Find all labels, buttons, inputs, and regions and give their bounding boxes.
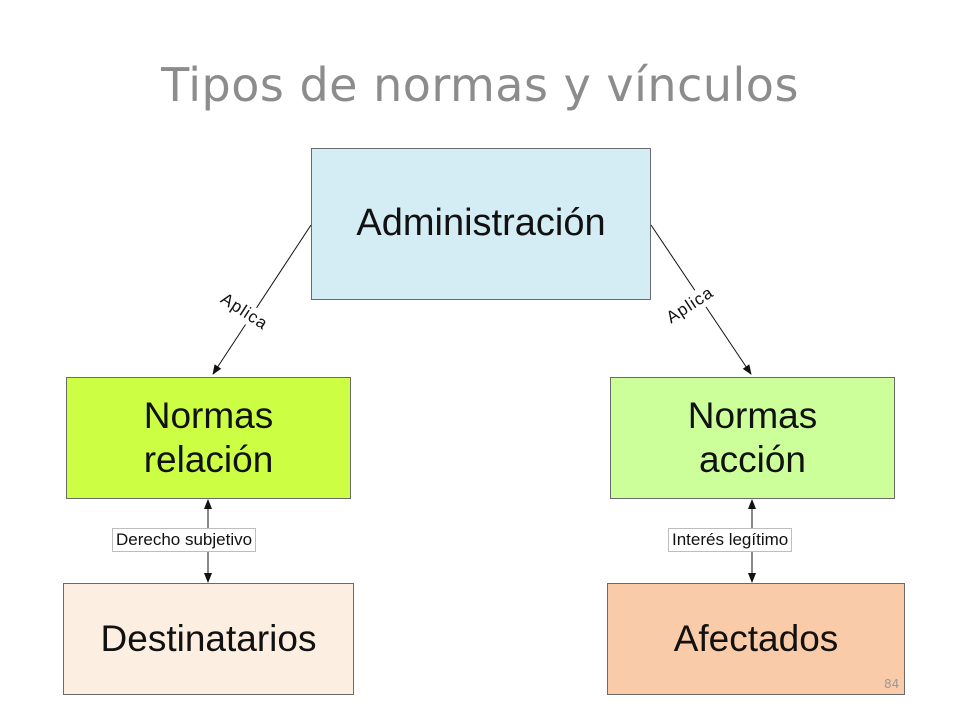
slide-title: Tipos de normas y vínculos (161, 58, 799, 112)
node-administracion-label: Administración (356, 202, 606, 245)
node-destinatarios: Destinatarios (63, 583, 354, 695)
node-administracion: Administración (311, 148, 651, 300)
node-afectados-label: Afectados (673, 617, 839, 659)
node-normas-accion: Normas acción (610, 377, 895, 499)
connector-admin-to-normas-relacion (212, 224, 312, 375)
page-number: 84 (884, 677, 900, 691)
node-normas-accion-label: Normas acción (687, 394, 818, 480)
node-afectados: Afectados (607, 583, 905, 695)
node-destinatarios-label: Destinatarios (100, 617, 317, 659)
node-normas-relacion: Normas relación (66, 377, 351, 499)
node-normas-relacion-label: Normas relación (143, 394, 274, 480)
edge-label-derecho-subjetivo: Derecho subjetivo (112, 528, 257, 552)
edge-label-interes-legitimo: Interés legítimo (668, 528, 793, 552)
